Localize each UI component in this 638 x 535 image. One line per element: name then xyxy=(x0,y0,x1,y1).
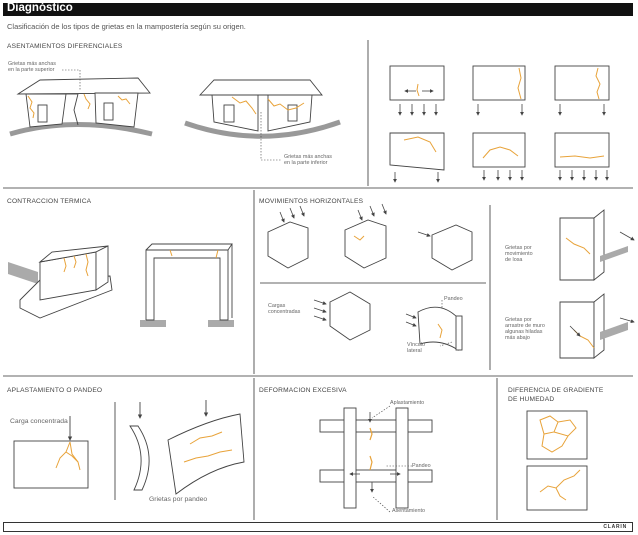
label-grietas-losa: Grietas por movimiento de losa xyxy=(505,245,533,263)
grid-frame xyxy=(319,407,433,509)
crack-house-left xyxy=(27,93,131,119)
horizontal-block-cracks xyxy=(353,235,365,241)
settlement-arrows xyxy=(393,89,609,183)
point-load-wall xyxy=(13,416,89,489)
label-grietas-superior-line2: en la parte superior xyxy=(8,67,55,73)
label-aplastamiento: Aplastamiento xyxy=(390,400,425,406)
crack-house-right xyxy=(231,96,305,115)
label-grietas-inferior-line2: en la parte inferior xyxy=(284,160,328,166)
page-subtitle: Clasificación de los tipos de grietas en… xyxy=(7,22,246,31)
thermal-cracks-right xyxy=(169,249,219,259)
settlement-panels xyxy=(389,65,610,171)
thermal-structure-left xyxy=(8,245,113,319)
label-grietas-inferior-line1: Grietas más anchas xyxy=(284,154,332,160)
label-arrastre-line4: más abajo xyxy=(505,335,530,341)
buckle-cracks xyxy=(183,431,233,463)
thermal-frame-right xyxy=(140,243,234,327)
thermal-cracks-left xyxy=(63,253,89,277)
label-grietas-inferior: Grietas más anchas en la parte inferior xyxy=(284,154,332,166)
section-dividers xyxy=(3,40,633,520)
moisture-panels xyxy=(526,410,588,511)
title-bar: Diagnóstico xyxy=(3,2,633,16)
label-cargas-concentradas: Cargas concentradas xyxy=(268,303,300,315)
buckle-columns xyxy=(129,400,245,495)
section-title-humedad-line1: DIFERENCIA DE GRADIENTE xyxy=(508,387,604,394)
label-grietas-arrastre: Grietas por arrastre de muro algunas hil… xyxy=(505,317,545,341)
page-title: Diagnóstico xyxy=(7,2,73,14)
section-title-deformacion: DEFORMACION EXCESIVA xyxy=(259,387,347,394)
house-settlement-left xyxy=(9,77,153,137)
label-arrastre-line3: algunas hiladas xyxy=(505,329,543,335)
slab-arrows xyxy=(569,231,635,337)
buckle-wall xyxy=(417,306,463,351)
point-load-cracks xyxy=(55,441,81,471)
buckle-wall-cracks xyxy=(437,323,443,339)
leader-lines-settlement xyxy=(62,69,281,161)
horizontal-blocks xyxy=(267,219,473,341)
section-title-humedad-line2: DE HUMEDAD xyxy=(508,396,555,403)
moisture-cracks xyxy=(539,415,581,501)
house-settlement-right xyxy=(184,79,341,139)
label-pandeo-deformacion: Pandeo xyxy=(412,463,431,469)
label-asentamiento: Asentamiento xyxy=(392,508,425,514)
label-losa-line1: Grietas por xyxy=(505,245,532,251)
label-carga-concentrada: Carga concentrada xyxy=(10,418,68,425)
section-title-contraccion: CONTRACCION TERMICA xyxy=(7,198,92,205)
slab-details xyxy=(559,209,628,359)
label-vinculo-line1: Vínculo xyxy=(407,342,425,348)
horizontal-leaders xyxy=(439,300,453,347)
grid-leaders xyxy=(371,405,412,513)
label-arrastre-line2: arrastre de muro xyxy=(505,323,545,329)
settlement-panel-cracks xyxy=(403,67,605,159)
grid-cracks xyxy=(369,427,373,471)
label-pandeo-horizontal: Pandeo xyxy=(444,296,463,302)
section-title-humedad: DIFERENCIA DE GRADIENTE DE HUMEDAD xyxy=(508,386,603,404)
label-cargas-line1: Cargas xyxy=(268,303,286,309)
brand-logo-text: CLARIN xyxy=(603,524,627,530)
footer-bar: CLARIN xyxy=(3,522,633,532)
label-arrastre-line1: Grietas por xyxy=(505,317,532,323)
label-grietas-pandeo: Grietas por pandeo xyxy=(149,496,208,503)
section-title-aplastamiento: APLASTAMIENTO O PANDEO xyxy=(7,387,103,394)
label-grietas-superior: Grietas más anchas en la parte superior xyxy=(8,61,56,73)
label-cargas-line2: concentradas xyxy=(268,309,301,315)
section-title-asentamientos: ASENTAMIENTOS DIFERENCIALES xyxy=(7,43,123,50)
section-title-movimientos: MOVIMIENTOS HORIZONTALES xyxy=(259,198,364,205)
label-losa-line3: de losa xyxy=(505,257,523,263)
label-vinculo-line2: lateral xyxy=(407,348,422,354)
grid-arrows xyxy=(349,412,401,493)
label-losa-line2: movimiento xyxy=(505,251,533,257)
label-grietas-superior-line1: Grietas más anchas xyxy=(8,61,56,67)
horizontal-arrows xyxy=(279,203,431,327)
label-vinculo-lateral: Vínculo lateral xyxy=(407,342,425,354)
